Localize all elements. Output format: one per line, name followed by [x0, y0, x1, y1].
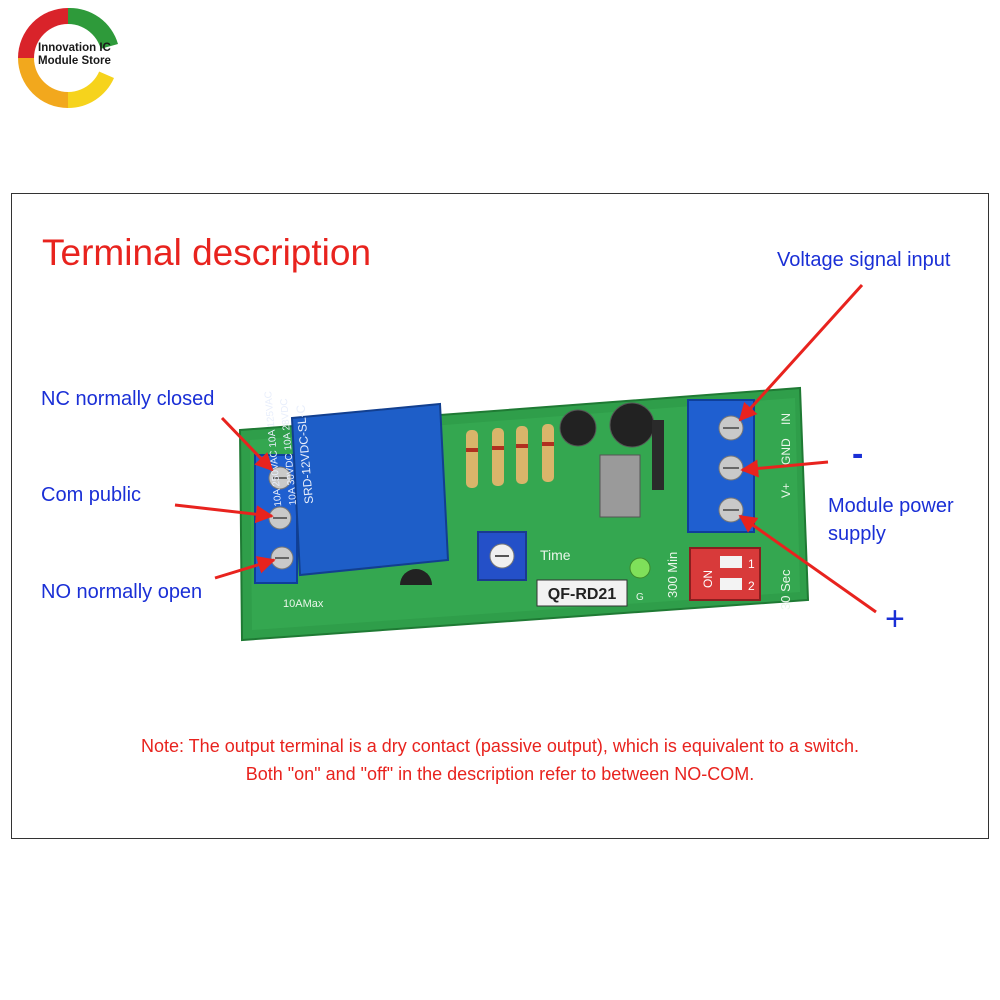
status-led — [629, 557, 651, 579]
dip-on-label: ON — [701, 570, 715, 588]
module-power-label: Module power supply — [828, 492, 954, 548]
note-line-1: Note: The output terminal is a dry conta… — [140, 736, 860, 756]
diagram-title: Terminal description — [42, 232, 372, 273]
relay: 10A 250VAC 10A 125VAC 10A 30VDC 10A 28VD… — [263, 391, 450, 577]
gnd-label: GND — [779, 438, 793, 465]
min-label: 300 Min — [665, 552, 680, 598]
logo-center — [34, 24, 102, 92]
diode — [652, 420, 664, 490]
input-terminal-block — [687, 399, 755, 533]
minus-arrow — [740, 459, 829, 478]
plus-arrow — [738, 514, 877, 614]
nc-arrow — [220, 416, 274, 472]
com-label: Com public — [41, 484, 142, 506]
note-line-2: Both "on" and "off" in the description r… — [245, 764, 755, 784]
logo-line-1: Innovation IC — [38, 42, 111, 54]
com-arrow — [174, 503, 274, 524]
voltage-regulator — [599, 454, 641, 518]
transistor — [400, 569, 432, 585]
dip-switch-2: 2 — [748, 579, 755, 593]
model-plate — [536, 579, 628, 607]
resistors — [466, 424, 554, 488]
dip-switch-1: 1 — [748, 557, 755, 571]
in-label: IN — [779, 413, 793, 425]
capacitors — [559, 402, 664, 518]
vplus-label: V+ — [779, 483, 793, 498]
no-label: NO normally open — [41, 581, 203, 603]
model-label: QF-RD21 — [548, 586, 617, 603]
sec-label: 30 Sec — [778, 569, 793, 610]
signal-input-arrow — [738, 283, 864, 422]
amax-label: 10AMax — [283, 598, 324, 610]
g-label: G — [636, 592, 644, 603]
minus-sign: - — [852, 435, 864, 473]
store-logo — [18, 7, 118, 109]
nc-label: NC normally closed — [41, 388, 215, 410]
dip-switch: ON 1 2 — [689, 547, 761, 601]
module-power-line-2: supply — [828, 523, 886, 545]
logo-line-2: Module Store — [38, 55, 111, 67]
plus-sign: + — [885, 600, 905, 638]
module-power-line-1: Module power — [828, 495, 954, 517]
callout-arrows — [174, 283, 877, 614]
time-potentiometer — [477, 531, 527, 581]
time-label: Time — [540, 547, 571, 563]
no-arrow — [214, 556, 276, 580]
logo-text: Innovation IC Module Store — [38, 42, 111, 68]
output-terminal-block — [254, 454, 298, 584]
voltage-signal-input-label: Voltage signal input — [777, 249, 951, 271]
